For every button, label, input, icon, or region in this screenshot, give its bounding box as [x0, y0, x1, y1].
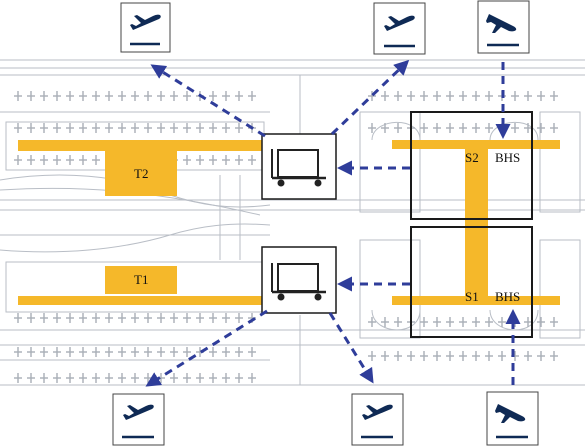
departure-icon-bottom-middle [351, 393, 404, 446]
terminal-shapes [18, 140, 560, 305]
baggage-hub-bottom [261, 246, 337, 314]
t1-building [105, 266, 177, 294]
flow-arrow [330, 59, 410, 136]
s1-bhs-label: BHS [495, 289, 521, 304]
departure-icon-bottom-left [112, 393, 165, 446]
s1-bhs-box [410, 226, 533, 338]
flow-arrow [150, 64, 266, 138]
flow-arrow [328, 312, 374, 384]
departure-icon-top-left [120, 2, 171, 53]
departure-icon-top-right [373, 2, 426, 55]
s2-bhs-box [410, 111, 533, 220]
t1-pier [18, 296, 268, 305]
flow-arrow [145, 309, 268, 387]
satellite-concourses [392, 140, 560, 305]
terminal-t2-label: T2 [134, 166, 149, 181]
satellite-s1-label: S1 [465, 289, 479, 304]
s2-bhs-label: BHS [495, 150, 521, 165]
terminal-t1-label: T1 [134, 272, 149, 287]
satellite-s2-label: S2 [465, 150, 479, 165]
baggage-flow-arrows [145, 59, 521, 387]
arrival-icon-top [477, 0, 530, 54]
t2-building [105, 150, 177, 196]
arrival-icon-bottom [486, 391, 539, 446]
t2-pier [18, 140, 268, 151]
baggage-hub-top [261, 133, 337, 200]
